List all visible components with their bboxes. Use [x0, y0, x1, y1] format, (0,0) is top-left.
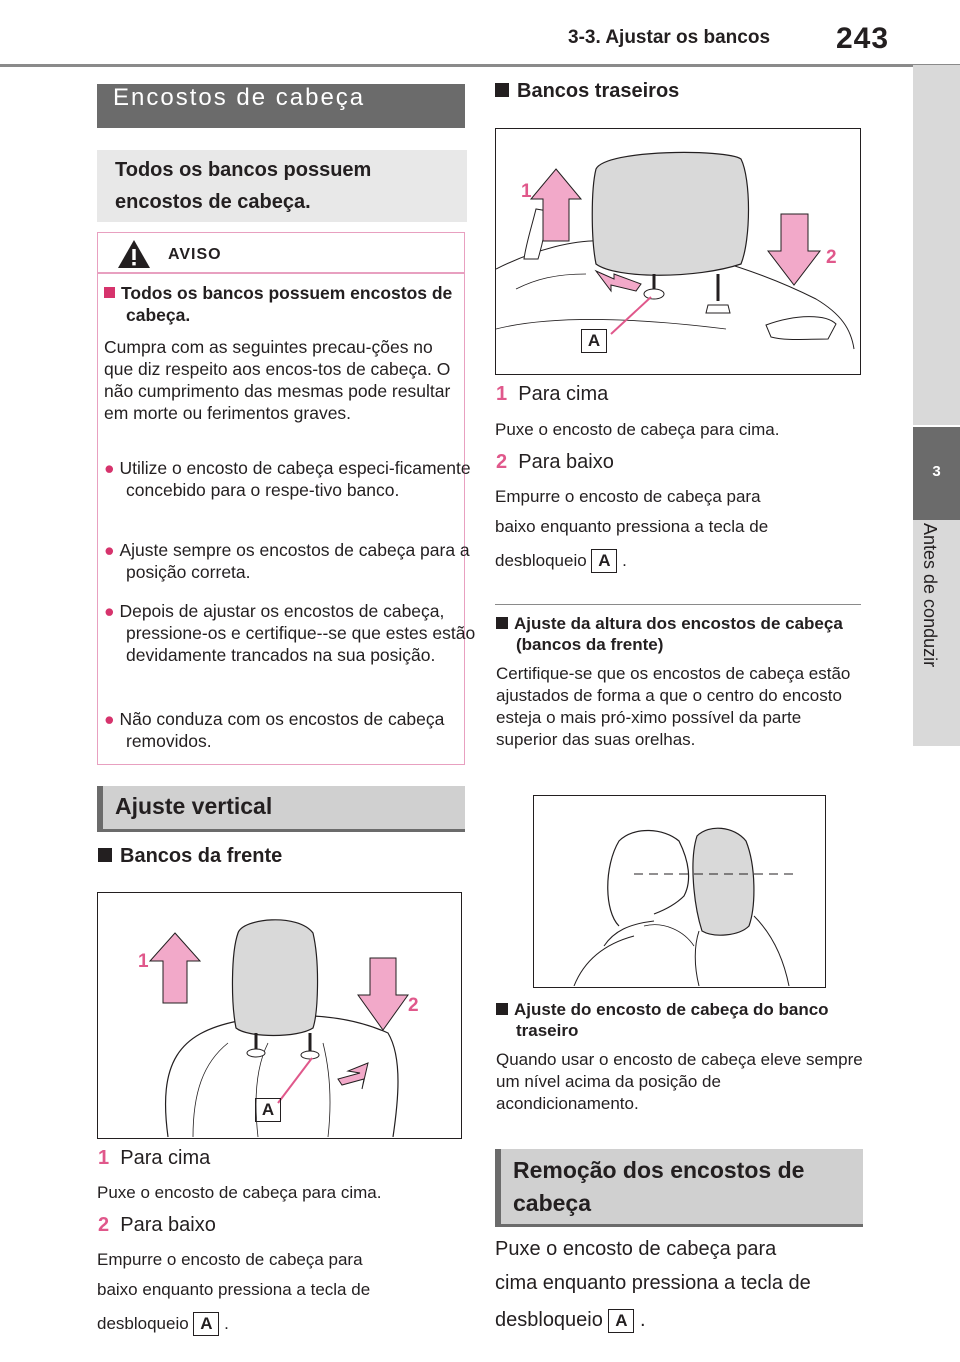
- step-label: Para cima: [120, 1147, 211, 1169]
- step-2-desc-line2: baixo enquanto pressiona a tecla de: [495, 517, 769, 536]
- removal-text-line1: Puxe o encosto de cabeça para: [495, 1238, 777, 1260]
- bullet-dot-icon: ●: [104, 709, 115, 729]
- inline-callout-a: A: [608, 1309, 635, 1333]
- warning-bullet-text: Depois de ajustar os encostos de cabeça,…: [119, 601, 476, 665]
- rear-seats-heading: Bancos traseiros: [495, 80, 679, 103]
- step-number: 2: [496, 451, 508, 473]
- chapter-number: 3: [932, 463, 941, 480]
- rear-headrest-illustration: [495, 151, 855, 350]
- section-title-text: Ajuste vertical: [115, 793, 273, 819]
- step-1: 1 Para cima: [98, 1147, 210, 1170]
- summary-text: Todos os bancos possuem encostos de cabe…: [115, 159, 372, 213]
- warning-bullet-text: Não conduza com os encostos de cabeça re…: [119, 709, 445, 751]
- warning-bullet-text: Utilize o encosto de cabeça especi-ficam…: [119, 458, 471, 500]
- step-2-desc-text: desbloqueio: [97, 1314, 189, 1333]
- warning-heading-text: Todos os bancos possuem encostos de cabe…: [121, 283, 453, 325]
- head-position-illustration: [573, 827, 794, 987]
- front-headrest-illustration: [148, 919, 409, 1138]
- step-2-desc-line3: desbloqueio A .: [97, 1312, 229, 1336]
- bullet-dot-icon: ●: [104, 540, 115, 560]
- sentence-end: .: [224, 1314, 229, 1333]
- step-2: 2 Para baixo: [98, 1214, 216, 1237]
- figure-callout-a: A: [581, 329, 607, 353]
- figure-callout-2: 2: [826, 247, 837, 268]
- step-number: 1: [496, 383, 508, 405]
- inline-callout-a: A: [193, 1312, 220, 1336]
- height-adjust-heading: Ajuste da altura dos encostos de cabeça …: [496, 613, 871, 655]
- removal-text-line3: desbloqueio A .: [495, 1309, 646, 1333]
- head-position-figure: [533, 795, 826, 988]
- removal-text: desbloqueio: [495, 1309, 603, 1331]
- summary-box: Todos os bancos possuem encostos de cabe…: [97, 150, 467, 222]
- step-2-desc-line3: desbloqueio A .: [495, 549, 627, 573]
- side-tab-number-block: 3: [913, 427, 960, 520]
- section-title-ajuste-vertical: Ajuste vertical: [97, 786, 465, 832]
- warning-intro: Cumpra com as seguintes precau-ções no q…: [104, 337, 451, 423]
- warning-label: AVISO: [168, 246, 222, 263]
- rear-adjust-text: Quando usar o encosto de cabeça eleve se…: [496, 1050, 863, 1113]
- warning-divider: [98, 272, 464, 274]
- divider: [495, 604, 861, 605]
- square-bullet-icon: [104, 287, 115, 298]
- square-bullet-icon: [98, 848, 112, 862]
- height-adjust-text: Certifique-se que os encostos de cabeça …: [496, 664, 851, 749]
- side-tab-chapter: [913, 520, 960, 746]
- bullet-dot-icon: ●: [104, 601, 115, 621]
- warning-bullet: ● Ajuste sempre os encostos de cabeça pa…: [104, 539, 476, 583]
- section-title-text: Encostos de cabeça: [113, 84, 366, 111]
- warning-box: [97, 232, 465, 765]
- figure-callout-2: 2: [408, 995, 419, 1016]
- square-bullet-icon: [495, 83, 509, 97]
- step-2-desc-line2: baixo enquanto pressiona a tecla de: [97, 1280, 371, 1299]
- step-1-desc: Puxe o encosto de cabeça para cima.: [495, 420, 780, 439]
- front-seats-heading: Bancos da frente: [98, 845, 282, 868]
- page-number: 243: [836, 22, 890, 55]
- square-bullet-icon: [496, 617, 508, 629]
- rear-headrest-figure: 1 2 A: [495, 128, 861, 375]
- step-2-desc-line1: Empurre o encosto de cabeça para: [495, 487, 761, 506]
- warning-bullet: ● Utilize o encosto de cabeça especi-fic…: [104, 457, 476, 501]
- figure-callout-1: 1: [521, 181, 532, 202]
- step-label: Para cima: [518, 383, 609, 405]
- step-2-desc-line1: Empurre o encosto de cabeça para: [97, 1250, 363, 1269]
- section-title-remocao: Remoção dos encostos de cabeça: [495, 1149, 863, 1227]
- section-title-encostos: Encostos de cabeça: [97, 84, 465, 128]
- rear-adjust-heading: Ajuste do encosto de cabeça do banco tra…: [496, 999, 871, 1041]
- header-rule: [0, 64, 960, 67]
- step-2-desc-text: desbloqueio: [495, 551, 587, 570]
- running-header: 3-3. Ajustar os bancos: [568, 27, 771, 48]
- square-bullet-icon: [496, 1003, 508, 1015]
- step-label: Para baixo: [120, 1214, 216, 1236]
- warning-bullet: ● Não conduza com os encostos de cabeça …: [104, 708, 476, 752]
- heading-text: Ajuste do encosto de cabeça do banco tra…: [514, 1000, 829, 1040]
- figure-callout-1: 1: [138, 951, 149, 972]
- step-1: 1 Para cima: [496, 383, 608, 406]
- chapter-title: Antes de conduzir: [920, 523, 940, 668]
- warning-bullet-text: Ajuste sempre os encostos de cabeça para…: [119, 540, 470, 582]
- step-1-desc: Puxe o encosto de cabeça para cima.: [97, 1183, 382, 1202]
- bullet-dot-icon: ●: [104, 458, 115, 478]
- step-2: 2 Para baixo: [496, 451, 614, 474]
- side-tab-top: [913, 65, 960, 425]
- figure-callout-a: A: [255, 1098, 281, 1122]
- removal-text-line2: cima enquanto pressiona a tecla de: [495, 1272, 811, 1294]
- sentence-end: .: [622, 551, 627, 570]
- step-label: Para baixo: [518, 451, 614, 473]
- front-headrest-figure: 1 2 A: [97, 892, 462, 1139]
- heading-text: Ajuste da altura dos encostos de cabeça …: [514, 614, 843, 654]
- heading-text: Bancos da frente: [120, 845, 283, 867]
- warning-heading: Todos os bancos possuem encostos de cabe…: [104, 282, 466, 326]
- step-number: 2: [98, 1214, 110, 1236]
- warning-bullet: ● Depois de ajustar os encostos de cabeç…: [104, 600, 476, 666]
- warning-icon: [116, 238, 152, 275]
- sentence-end: .: [640, 1309, 646, 1331]
- section-title-text: Remoção dos encostos de cabeça: [513, 1157, 805, 1216]
- inline-callout-a: A: [591, 549, 618, 573]
- heading-text: Bancos traseiros: [517, 80, 680, 102]
- step-number: 1: [98, 1147, 110, 1169]
